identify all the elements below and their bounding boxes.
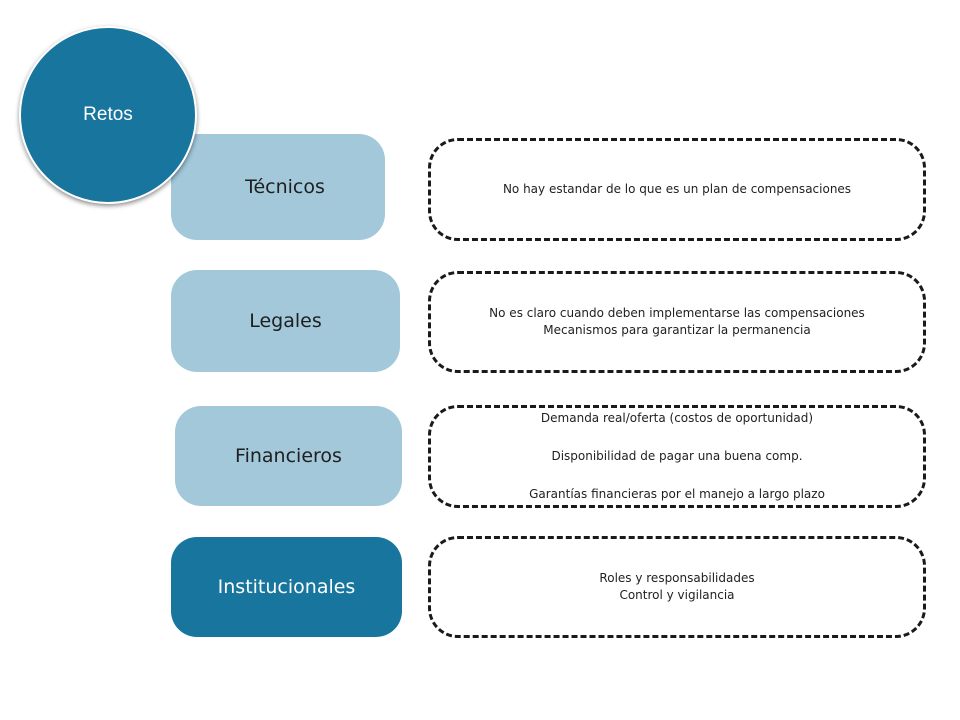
description-line: Demanda real/oferta (costos de oportunid…: [540, 411, 814, 425]
description-tecnicos: No hay estandar de lo que es un plan de …: [428, 138, 926, 241]
category-institucionales: Institucionales: [171, 537, 402, 637]
category-tecnicos-label: Técnicos: [245, 176, 325, 198]
category-institucionales-label: Institucionales: [217, 576, 356, 598]
category-financieros-label: Financieros: [235, 445, 342, 467]
category-tecnicos: Técnicos: [171, 134, 385, 240]
retos-circle: Retos: [19, 26, 197, 204]
category-legales: Legales: [171, 270, 400, 372]
category-financieros: Financieros: [175, 406, 402, 506]
description-line: No es claro cuando deben implementarse l…: [489, 306, 865, 320]
description-line: Control y vigilancia: [619, 588, 735, 602]
description-line: Roles y responsabilidades: [599, 571, 755, 585]
description-line: Disponibilidad de pagar una buena comp.: [551, 449, 803, 463]
description-line: No hay estandar de lo que es un plan de …: [502, 182, 852, 196]
description-institucionales: Roles y responsabilidades Control y vigi…: [428, 536, 926, 638]
description-line: Mecanismos para garantizar la permanenci…: [543, 323, 811, 337]
retos-label: Retos: [83, 104, 133, 125]
description-line: Garantías financieras por el manejo a la…: [529, 487, 825, 501]
description-financieros: Demanda real/oferta (costos de oportunid…: [428, 405, 926, 508]
category-legales-label: Legales: [249, 310, 322, 332]
description-legales: No es claro cuando deben implementarse l…: [428, 271, 926, 373]
